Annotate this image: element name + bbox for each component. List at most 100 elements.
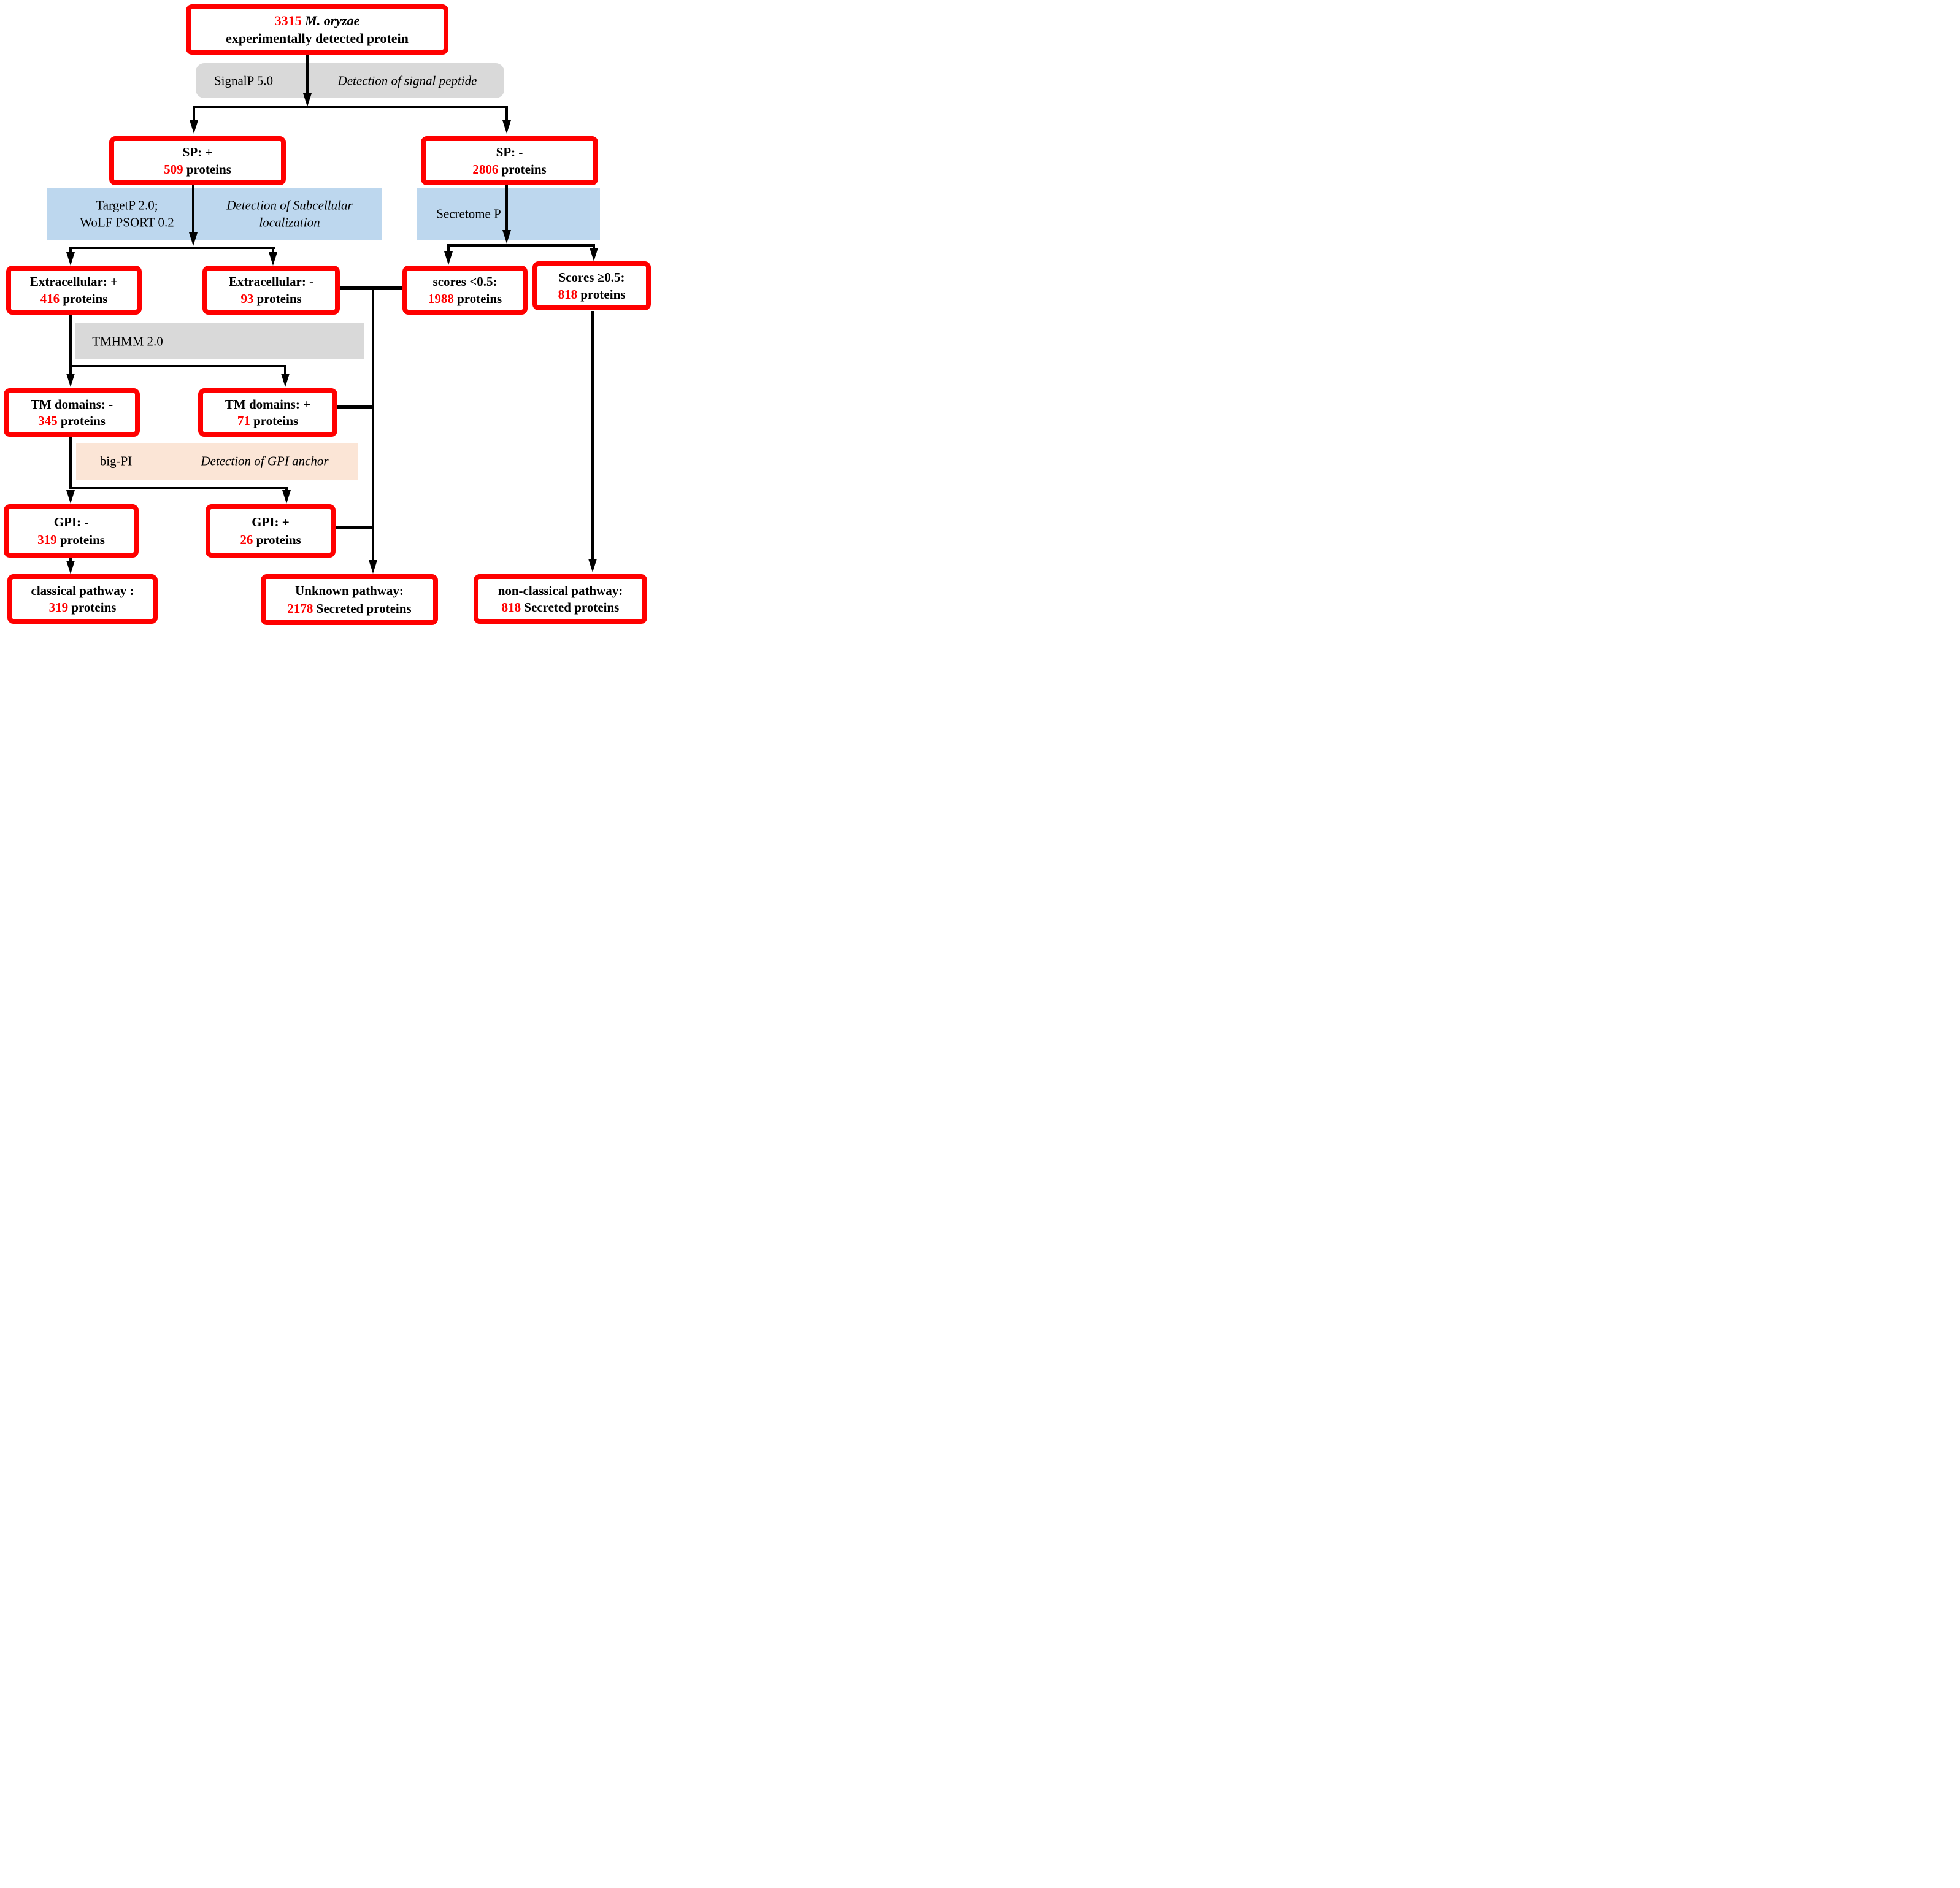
arrowhead-sp-plus — [190, 120, 198, 134]
node-unit: proteins — [63, 291, 108, 306]
connector-extracellular-plus-drop — [69, 248, 72, 254]
node-unit: proteins — [580, 286, 626, 302]
node-count: 71 — [237, 413, 250, 428]
connector-gpi-minus-down — [69, 558, 72, 562]
connector-split-gpi — [69, 487, 288, 489]
node-gpi-plus: GPI: + 26 proteins — [206, 504, 336, 558]
connector-sp-minus-drop — [505, 107, 508, 121]
node-tm-minus: TM domains: - 345 proteins — [4, 388, 140, 437]
arrowhead-extracellular-minus — [269, 252, 277, 266]
node-root-species: M. oryzae — [305, 13, 360, 29]
subcellular-tool-description-line1: Detection of Subcellular — [226, 198, 353, 213]
node-scores-ge: Scores ≥0.5: 818 proteins — [532, 261, 651, 310]
node-title: GPI: - — [53, 514, 89, 529]
subcellular-tool-name: TargetP 2.0; WoLF PSORT 0.2 — [53, 196, 201, 231]
node-tm-plus: TM domains: + 71 proteins — [198, 388, 337, 437]
tmhmm-tool-bar: TMHMM 2.0 — [75, 323, 364, 359]
arrowhead-root-down — [303, 93, 312, 107]
node-title: Extracellular: + — [29, 274, 118, 290]
node-count: 93 — [240, 291, 254, 306]
connector-tm-plus-drop — [284, 366, 286, 375]
node-count: 2806 — [472, 161, 499, 177]
node-count: 26 — [240, 532, 253, 548]
node-unit: proteins — [501, 161, 547, 177]
arrowhead-tm-plus — [281, 374, 290, 387]
bigpi-tool-name: big-PI — [99, 453, 133, 469]
secretomep-tool-name: Secretome P — [436, 206, 501, 221]
connector-split-scores — [447, 244, 595, 247]
node-title: Scores ≥0.5: — [558, 270, 625, 285]
node-title: GPI: + — [252, 514, 290, 529]
connector-scores-ge-drop — [593, 245, 595, 249]
signalp-tool-description: Detection of signal peptide — [337, 73, 477, 88]
node-count: 818 — [501, 600, 521, 615]
connector-extracellular-plus-down — [69, 315, 72, 367]
arrowhead-unknown — [369, 560, 377, 574]
connector-scores-ge-down — [591, 311, 594, 560]
node-title: SP: - — [496, 145, 523, 160]
node-unit: proteins — [256, 532, 301, 548]
node-gpi-minus: GPI: - 319 proteins — [4, 504, 139, 558]
connector-extracellular-minus-to-trunk — [340, 286, 402, 290]
subcellular-tool-description-line2: localization — [259, 215, 320, 230]
bigpi-tool-description: Detection of GPI anchor — [201, 453, 329, 469]
node-unit: proteins — [457, 291, 502, 306]
node-unit: proteins — [60, 532, 105, 548]
connector-sp-plus-down — [192, 185, 194, 234]
subcellular-tool-name-line1: TargetP 2.0; — [96, 198, 158, 213]
node-unit: proteins — [253, 413, 299, 428]
arrowhead-gpi-plus — [282, 490, 291, 504]
node-classical-pathway: classical pathway : 319 proteins — [7, 574, 158, 624]
node-extracellular-plus: Extracellular: + 416 proteins — [6, 266, 142, 315]
node-nonclassical-pathway: non-classical pathway: 818 Secreted prot… — [474, 574, 647, 624]
node-extracellular-minus: Extracellular: - 93 proteins — [202, 266, 340, 315]
connector-split-extracellular — [69, 247, 275, 249]
connector-tm-plus-to-trunk — [337, 405, 373, 409]
node-unknown-pathway: Unknown pathway: 2178 Secreted proteins — [261, 574, 438, 625]
node-count: 818 — [558, 286, 578, 302]
connector-trunk-unknown — [372, 286, 374, 561]
node-count: 319 — [48, 600, 69, 615]
node-title: Unknown pathway: — [295, 583, 404, 599]
connector-root-down — [306, 54, 309, 96]
node-unit: Secreted proteins — [524, 600, 620, 615]
arrowhead-gpi-minus — [66, 490, 75, 504]
node-count: 1988 — [428, 291, 454, 306]
node-title: classical pathway : — [31, 583, 134, 598]
node-title: Extracellular: - — [228, 274, 314, 290]
connector-split-sp — [193, 106, 508, 108]
node-unit: Secreted proteins — [316, 601, 412, 616]
flowchart-canvas: SignalP 5.0 Detection of signal peptide … — [0, 0, 653, 629]
arrowhead-sp-minus — [502, 120, 511, 134]
node-root-line2: experimentally detected protein — [226, 30, 409, 46]
connector-tm-minus-down — [69, 437, 72, 489]
node-title: TM domains: + — [225, 396, 311, 412]
arrowhead-extracellular-plus — [66, 252, 75, 266]
connector-split-tm — [69, 365, 286, 367]
arrowhead-classical — [66, 561, 75, 574]
signalp-tool-bar: SignalP 5.0 Detection of signal peptide — [196, 63, 504, 98]
subcellular-tool-description: Detection of Subcellular localization — [204, 196, 375, 231]
connector-extracellular-minus-drop — [272, 248, 274, 254]
arrowhead-tm-minus — [66, 374, 75, 387]
tmhmm-tool-name: TMHMM 2.0 — [92, 334, 163, 348]
arrowhead-scores-ge — [590, 248, 598, 261]
node-count: 509 — [164, 161, 183, 177]
subcellular-tool-bar: TargetP 2.0; WoLF PSORT 0.2 Detection of… — [47, 188, 382, 240]
node-sp-plus: SP: + 509 proteins — [109, 136, 286, 185]
arrowhead-secretomep — [502, 230, 511, 244]
node-unit: proteins — [71, 600, 117, 615]
node-title: SP: + — [182, 145, 213, 160]
bigpi-tool-bar: big-PI Detection of GPI anchor — [76, 443, 358, 480]
connector-sp-minus-down — [505, 185, 508, 231]
connector-gpi-plus-to-trunk — [336, 526, 373, 529]
node-count: 2178 — [287, 601, 313, 616]
node-root-line1: 3315 M. oryzae — [275, 13, 360, 28]
subcellular-tool-name-line2: WoLF PSORT 0.2 — [80, 215, 174, 230]
arrowhead-scores-lt — [444, 251, 453, 265]
arrowhead-subcellular — [189, 232, 198, 246]
connector-sp-plus-drop — [193, 107, 195, 121]
node-title: scores <0.5: — [432, 274, 498, 290]
node-root: 3315 M. oryzae experimentally detected p… — [186, 4, 448, 55]
node-title: non-classical pathway: — [498, 583, 623, 598]
